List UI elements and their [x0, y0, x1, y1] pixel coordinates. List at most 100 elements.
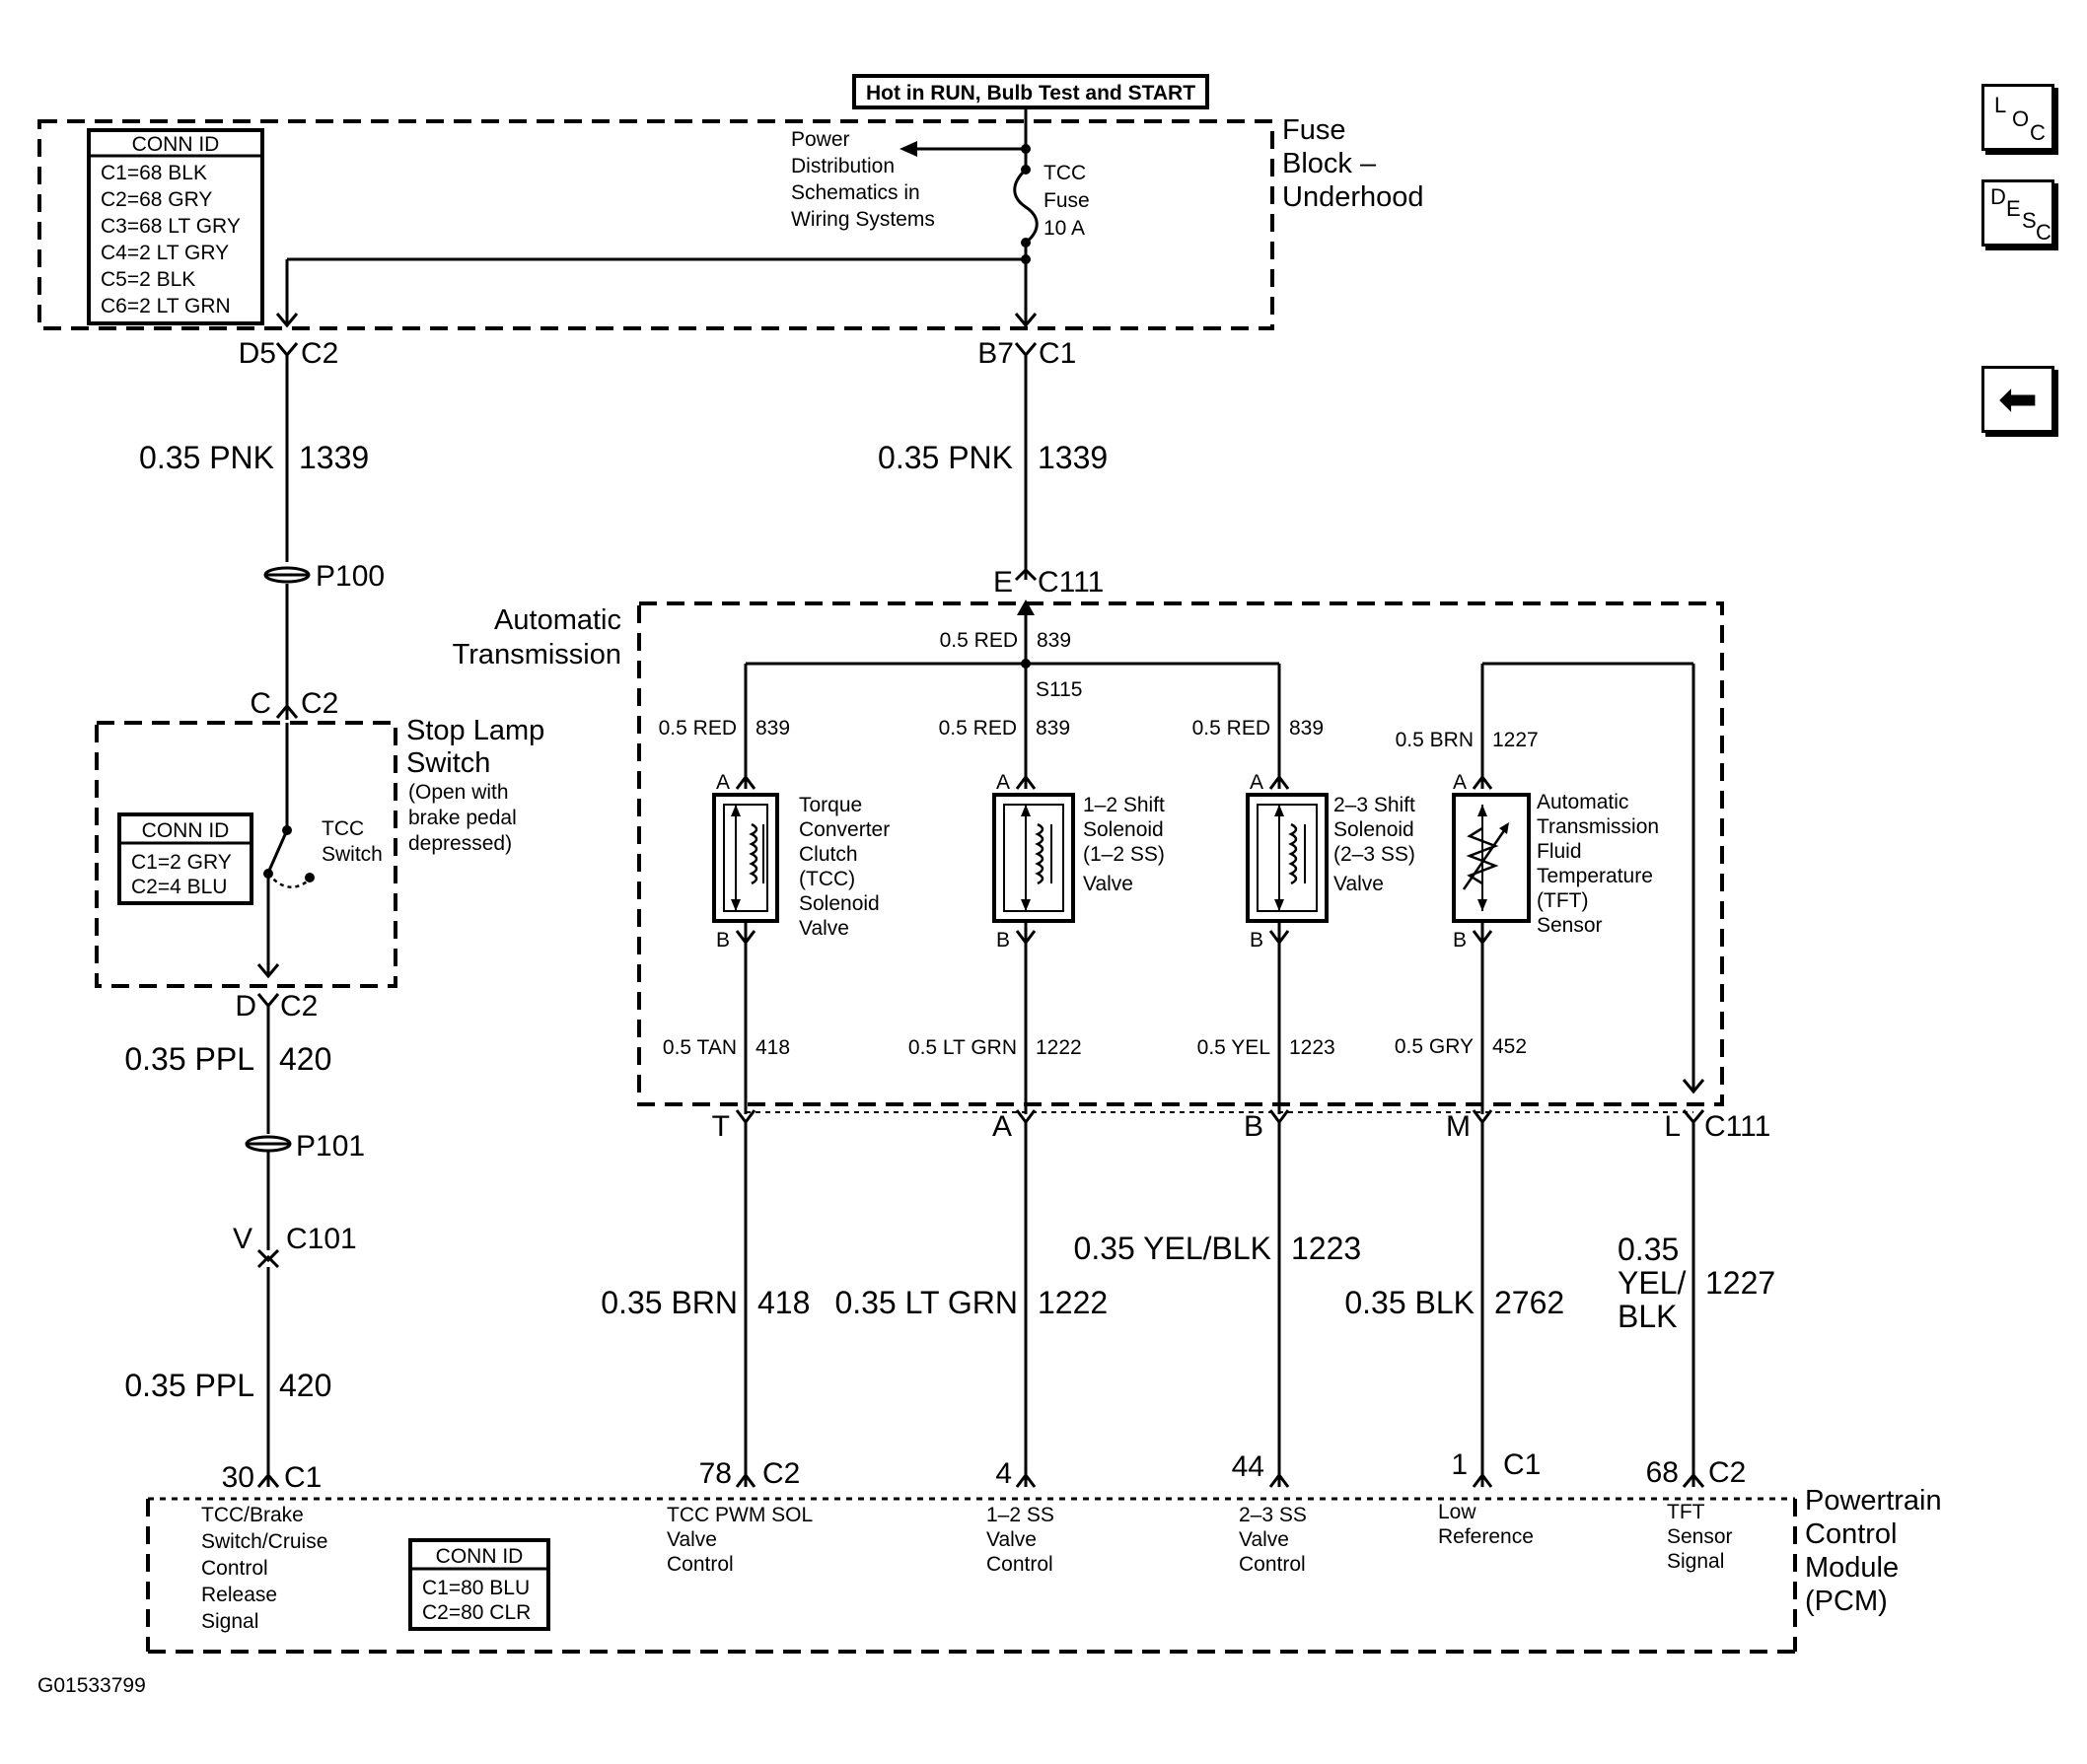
wire-number: 839 — [1037, 629, 1071, 652]
wire-gauge: 0.5 BRN — [1396, 729, 1474, 751]
pcm-function-label: 2–3 SS — [1239, 1504, 1307, 1526]
pin-a: A — [1250, 771, 1263, 794]
wire-gauge: 0.5 LT GRN — [908, 1036, 1017, 1059]
wire-number: 1223 — [1289, 1036, 1335, 1059]
pcm-function-label: Signal — [1667, 1550, 1724, 1573]
connector-symbol — [256, 963, 280, 979]
wire-gauge: BLK — [1618, 1299, 1677, 1334]
conn-pin: E — [993, 566, 1013, 599]
wire-gauge: 0.5 TAN — [663, 1036, 737, 1059]
stop-lamp-title-1: Stop Lamp — [406, 715, 544, 746]
p100-passthrough-icon — [263, 566, 311, 584]
fuse-icon — [1013, 168, 1039, 245]
pcm-conn: C1 — [1503, 1448, 1541, 1481]
pcm-title: (PCM) — [1805, 1586, 1888, 1617]
pcm-conn-id-table: CONN ID C1=80 BLU C2=80 CLR — [408, 1538, 550, 1631]
conn-pin: V — [233, 1223, 252, 1255]
fuse-block-conn-id-row: C2=68 GRY — [101, 188, 212, 211]
tcc-switch-icon — [266, 829, 289, 874]
fuse-block-boundary — [37, 119, 1274, 330]
transmission-title-1: Automatic — [494, 604, 621, 636]
pcm-function-label: Signal — [201, 1610, 258, 1633]
component-label: Solenoid — [1333, 818, 1414, 841]
pin-b: B — [996, 929, 1010, 952]
component-label: Valve — [1083, 873, 1133, 895]
loc-letter: C — [2030, 120, 2046, 145]
solenoid-coil-icon — [749, 822, 758, 885]
component-label: Valve — [1333, 873, 1384, 895]
fuse-block-title-2: Block – — [1282, 148, 1377, 179]
pcm-conn: C1 — [284, 1461, 322, 1494]
pcm-pin: 1 — [1451, 1448, 1468, 1481]
pcm-function-label: TCC PWM SOL — [667, 1504, 813, 1526]
wire-number: 420 — [279, 1368, 331, 1403]
component-label: (TCC) — [799, 868, 855, 890]
figure-id: G01533799 — [37, 1674, 146, 1697]
pcm-function-label: Low — [1438, 1501, 1476, 1523]
component-label: Fluid — [1537, 840, 1582, 863]
pcm-function-label: Reference — [1438, 1525, 1534, 1548]
pcm-pin: 4 — [995, 1457, 1012, 1490]
component-label: Valve — [799, 917, 849, 940]
wire-number: 420 — [279, 1041, 331, 1077]
wire-number: 418 — [756, 1036, 790, 1059]
pcm-conn-id-row: C2=80 CLR — [422, 1601, 531, 1624]
left-arrow-icon: ⬅ — [1997, 372, 2039, 427]
connector-symbol — [275, 703, 299, 719]
fuse-label: Fuse — [1044, 189, 1090, 212]
power-ref-line: Power — [791, 128, 850, 151]
wire-number: 1222 — [1038, 1285, 1108, 1320]
pcm-conn: C2 — [1708, 1456, 1746, 1489]
pcm-function-label: 1–2 SS — [986, 1504, 1054, 1526]
pcm-function-label: Switch/Cruise — [201, 1530, 327, 1553]
pcm-function-label: Release — [201, 1584, 277, 1606]
thermistor-icon — [1466, 826, 1499, 885]
pcm-function-label: Control — [986, 1553, 1053, 1576]
desc-letter: D — [1990, 184, 2006, 209]
wire-gauge: 0.5 RED — [940, 629, 1018, 652]
p101-label: P101 — [296, 1130, 365, 1163]
wire-number: 1339 — [1038, 440, 1108, 475]
pin-b: B — [1250, 929, 1263, 952]
wire-gauge: 0.35 PNK — [139, 440, 274, 475]
wire-gauge: 0.35 — [1618, 1232, 1679, 1267]
desc-letter: S — [2022, 208, 2037, 233]
feed-junction — [1021, 144, 1031, 154]
loc-letter: O — [2012, 106, 2030, 131]
fuse-block-conn-id-header: CONN ID — [132, 133, 220, 156]
pcm-title: Module — [1805, 1552, 1899, 1584]
loc-button[interactable]: L O C — [1981, 84, 2054, 151]
c111-pin: M — [1446, 1110, 1471, 1143]
desc-button[interactable]: D E S C — [1981, 179, 2054, 247]
wire-number: 1227 — [1492, 729, 1539, 751]
c111-pin: A — [992, 1110, 1012, 1143]
stop-lamp-conn-id-row: C2=4 BLU — [131, 876, 227, 898]
fuse-block-conn-id-row: C1=68 BLK — [101, 162, 207, 184]
desc-letter: C — [2036, 220, 2051, 245]
transmission-title-2: Transmission — [453, 639, 621, 670]
component-label: (TFT) — [1537, 889, 1588, 912]
wire-number: 452 — [1492, 1035, 1527, 1058]
connector-symbol — [1014, 567, 1038, 582]
c111-id: C111 — [1704, 1110, 1770, 1143]
wire-number: 839 — [1289, 717, 1324, 740]
shift-solenoid-2-3: 0.5 RED 839 A B 2–3 Shift Solenoid (2–3 … — [1192, 664, 1415, 1114]
wire-gauge: 0.35 BLK — [1344, 1285, 1475, 1320]
wire-gauge: 0.5 RED — [939, 717, 1017, 740]
back-button[interactable]: ⬅ — [1981, 366, 2054, 433]
conn-id: C2 — [301, 687, 338, 720]
p100-label: P100 — [316, 560, 385, 593]
wire-gauge: YEL/ — [1618, 1265, 1686, 1301]
conn-pin: B7 — [977, 337, 1014, 370]
wire-gauge: 0.5 RED — [659, 717, 737, 740]
pcm-pin: 78 — [699, 1457, 732, 1490]
component-label: (2–3 SS) — [1333, 843, 1415, 866]
conn-pin: D — [235, 990, 256, 1023]
stop-lamp-conn-id-row: C1=2 GRY — [131, 851, 232, 874]
fuse-block-conn-id-row: C5=2 BLK — [101, 268, 195, 291]
power-ref-arrow-head — [900, 141, 917, 157]
pcm-title: Control — [1805, 1518, 1898, 1550]
desc-letter: E — [2006, 196, 2021, 221]
stop-lamp-conn-id-header: CONN ID — [142, 819, 230, 842]
